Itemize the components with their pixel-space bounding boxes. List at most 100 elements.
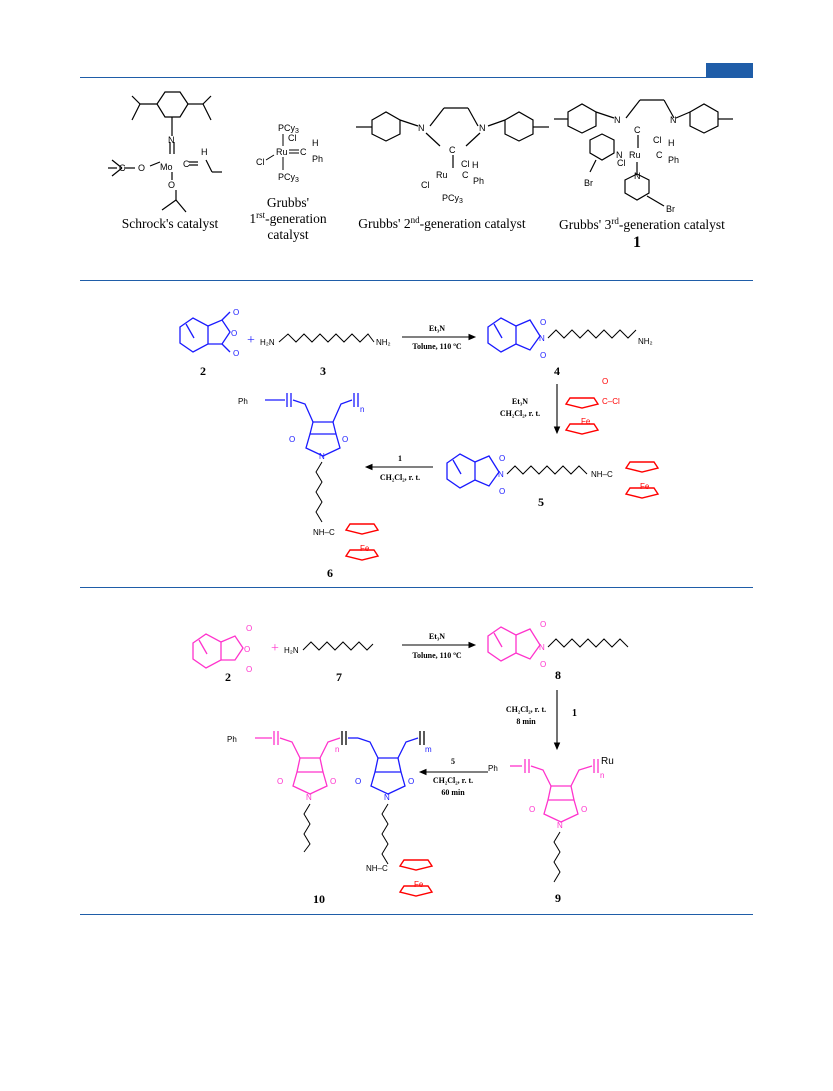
nh-c-label-6: NH–C [313,528,335,537]
grubbs3-catalyst-structure [554,99,733,207]
fe-label-10: Fe [414,880,424,889]
svg-text:N: N [539,643,545,652]
nh-c-label-5: NH–C [591,470,613,479]
grubbs1-caption-line2: 1rst-generation [249,210,326,226]
cond-cmp5: 5 [451,757,455,766]
svg-text:PCy3: PCy3 [278,123,299,135]
peg-chain-7 [302,641,374,651]
svg-text:N: N [418,123,425,133]
n-atom-9: N [557,821,563,830]
svg-text:O: O [499,454,505,463]
schrock-o2-atom: O [168,180,175,190]
ph-endgroup-6: Ph [238,397,248,406]
svg-text:C: C [449,145,456,155]
svg-text:PCy3: PCy3 [278,172,299,184]
schrock-mo-atom: Mo [160,162,173,172]
h2n-label-7: H₂N [284,646,299,655]
svg-text:N: N [539,334,545,343]
nh2-label-4: NH₂ [638,337,653,346]
svg-text:O: O [244,645,250,654]
grubbs2-catalyst-structure [356,107,549,168]
svg-text:Fe: Fe [581,417,591,426]
compound-2b-structure [192,633,244,669]
svg-text:Cl: Cl [256,157,265,167]
cond-et3n-4: Et₃N [429,632,445,641]
compound-10-label: 10 [313,892,325,906]
svg-text:C: C [656,150,663,160]
svg-text:Cl: Cl [461,159,470,169]
compound-8-label: 8 [555,668,561,682]
schrock-h-atom: H [201,147,208,157]
fe-label-6: Fe [360,544,370,553]
ph-endgroup-9: Ph [488,764,498,773]
svg-text:C: C [300,147,307,157]
ph-endgroup-10: Ph [227,735,237,744]
nh-c-label-10: NH–C [366,864,388,873]
n-atom-10b: N [384,793,390,802]
subscript-m-10: m [425,745,432,754]
svg-text:Cl: Cl [421,180,430,190]
schrock-caption: Schrock's catalyst [122,216,219,231]
svg-text:Ru: Ru [276,147,288,157]
polymer-6-structure [265,393,359,457]
grubbs3-caption: Grubbs' 3rd-generation catalyst [559,216,725,232]
top-rule [80,77,753,78]
svg-text:O: O [289,435,295,444]
ru-endgroup-9: Ru [601,756,614,767]
polymer-9-structure [510,759,599,823]
svg-text:O: O [233,349,239,358]
svg-text:O: O [246,624,252,633]
compound-5-label: 5 [538,495,544,509]
svg-text:O: O [540,620,546,629]
cond-ch2cl2-5: CH₂Cl₂, r. t. [506,705,546,714]
svg-text:C: C [634,125,641,135]
svg-text:C–Cl: C–Cl [602,397,620,406]
cond-toluene-4: Tolune, 110 ºC [412,651,461,660]
schrock-c-atom: C [183,159,190,169]
grubbs1-catalyst-structure: PCy3 Cl Ru C H Ph Cl PCy3 [256,123,323,184]
schrock-o-atom: O [138,163,145,173]
svg-text:Cl: Cl [288,133,297,143]
svg-text:O: O [529,805,535,814]
n-atom-6: N [319,452,325,461]
svg-text:Ru: Ru [629,150,641,160]
cond-cat1-5: 1 [572,708,577,719]
subscript-n-9: n [600,771,604,780]
svg-text:O: O [277,777,283,786]
compound-4-structure [487,317,541,353]
compound-3-label: 3 [320,364,326,378]
compound-2-structure [179,311,231,353]
svg-text:C: C [462,170,469,180]
svg-text:N: N [670,115,677,125]
svg-text:N: N [614,115,621,125]
rule-3 [80,914,753,915]
svg-text:N: N [634,171,641,181]
svg-text:PCy3: PCy3 [442,193,463,205]
compound-5-structure [446,453,500,489]
block-copolymer-10-structure [255,731,425,795]
subscript-n-10: n [335,745,339,754]
svg-text:O: O [581,805,587,814]
svg-text:N: N [616,150,623,160]
cond-ch2cl2-3: CH₂Cl₂, r. t. [380,473,420,482]
svg-text:Br: Br [666,204,675,214]
subscript-n-6: n [360,405,364,414]
svg-text:O: O [408,777,414,786]
svg-text:Cl: Cl [617,158,626,168]
cond-ch2cl2-6: CH₂Cl₂, r. t. [433,776,473,785]
svg-text:O: O [540,351,546,360]
h2n-label: H₂N [260,338,275,347]
schrock-catalyst-structure [108,91,222,213]
compound-2-label: 2 [200,364,206,378]
grubbs1-caption-line1: Grubbs' [267,195,309,210]
schrock-n-atom: N [168,135,175,145]
svg-text:O: O [233,308,239,317]
ferrocene-acyl-chloride: Fe C–Cl O [565,377,620,435]
n-atom-10a: N [306,793,312,802]
grubbs1-caption-line3: catalyst [267,227,308,242]
rule-1 [80,280,753,281]
svg-text:O: O [355,777,361,786]
svg-text:O: O [330,777,336,786]
svg-text:Cl: Cl [653,135,662,145]
